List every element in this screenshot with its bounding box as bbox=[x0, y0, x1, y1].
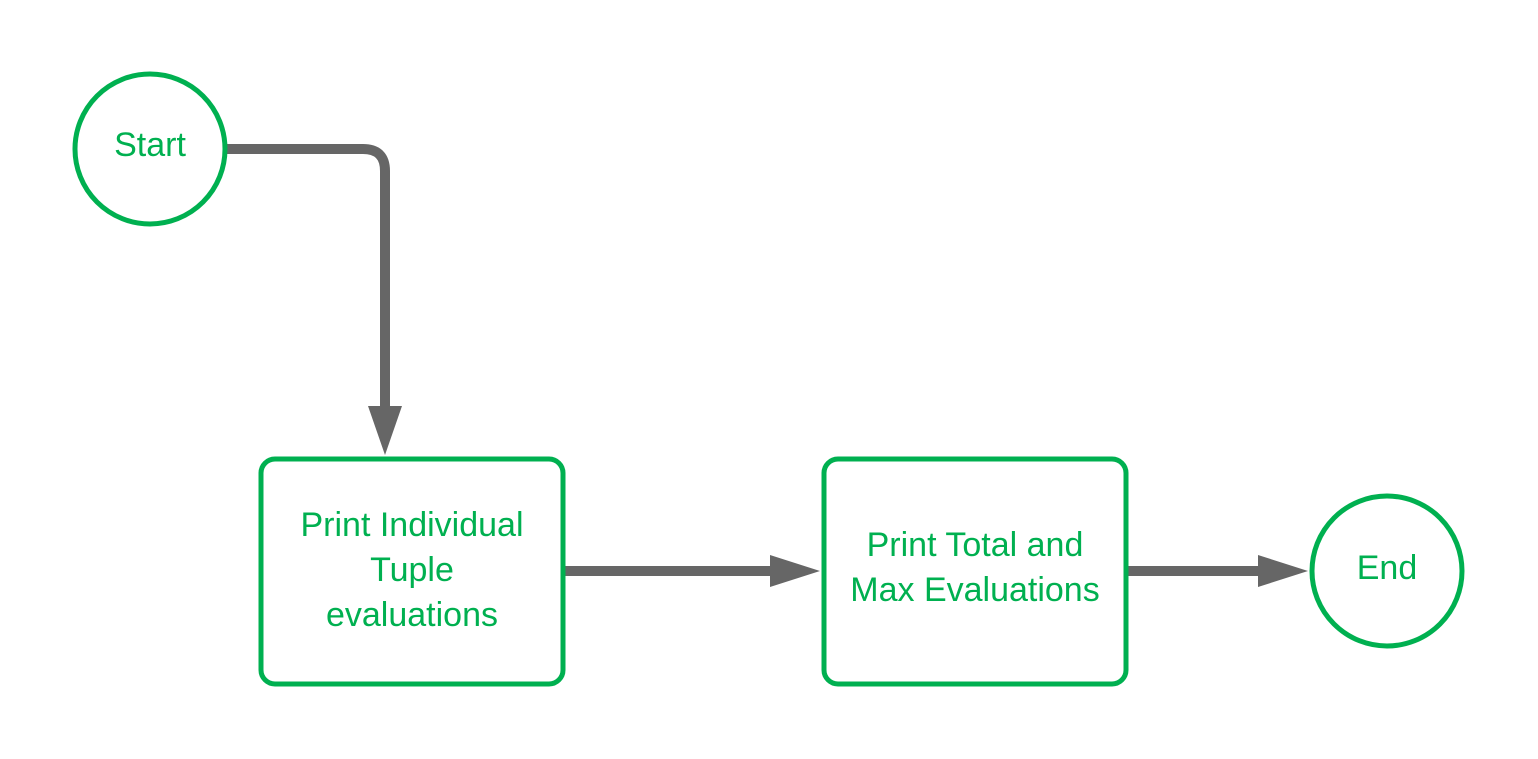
print-individual-label-line-2: Tuple bbox=[370, 551, 454, 589]
end-node[interactable]: End bbox=[1309, 493, 1465, 649]
print-individual-label-line-3: evaluations bbox=[326, 596, 498, 634]
print-individual-node[interactable]: Print Individual Tuple evaluations bbox=[258, 456, 566, 687]
start-node[interactable]: Start bbox=[72, 71, 228, 227]
edge-print-individual-to-print-total bbox=[564, 555, 820, 587]
edge-print-total-to-end bbox=[1126, 555, 1308, 587]
print-total-label-line-2: Max Evaluations bbox=[850, 571, 1099, 609]
print-total-node[interactable]: Print Total and Max Evaluations bbox=[821, 456, 1129, 687]
print-total-label-line-1: Print Total and bbox=[867, 526, 1084, 564]
end-label: End bbox=[1357, 549, 1418, 587]
print-individual-label-line-1: Print Individual bbox=[300, 506, 523, 544]
start-label: Start bbox=[114, 126, 186, 164]
edge-start-to-print-individual bbox=[226, 144, 402, 455]
